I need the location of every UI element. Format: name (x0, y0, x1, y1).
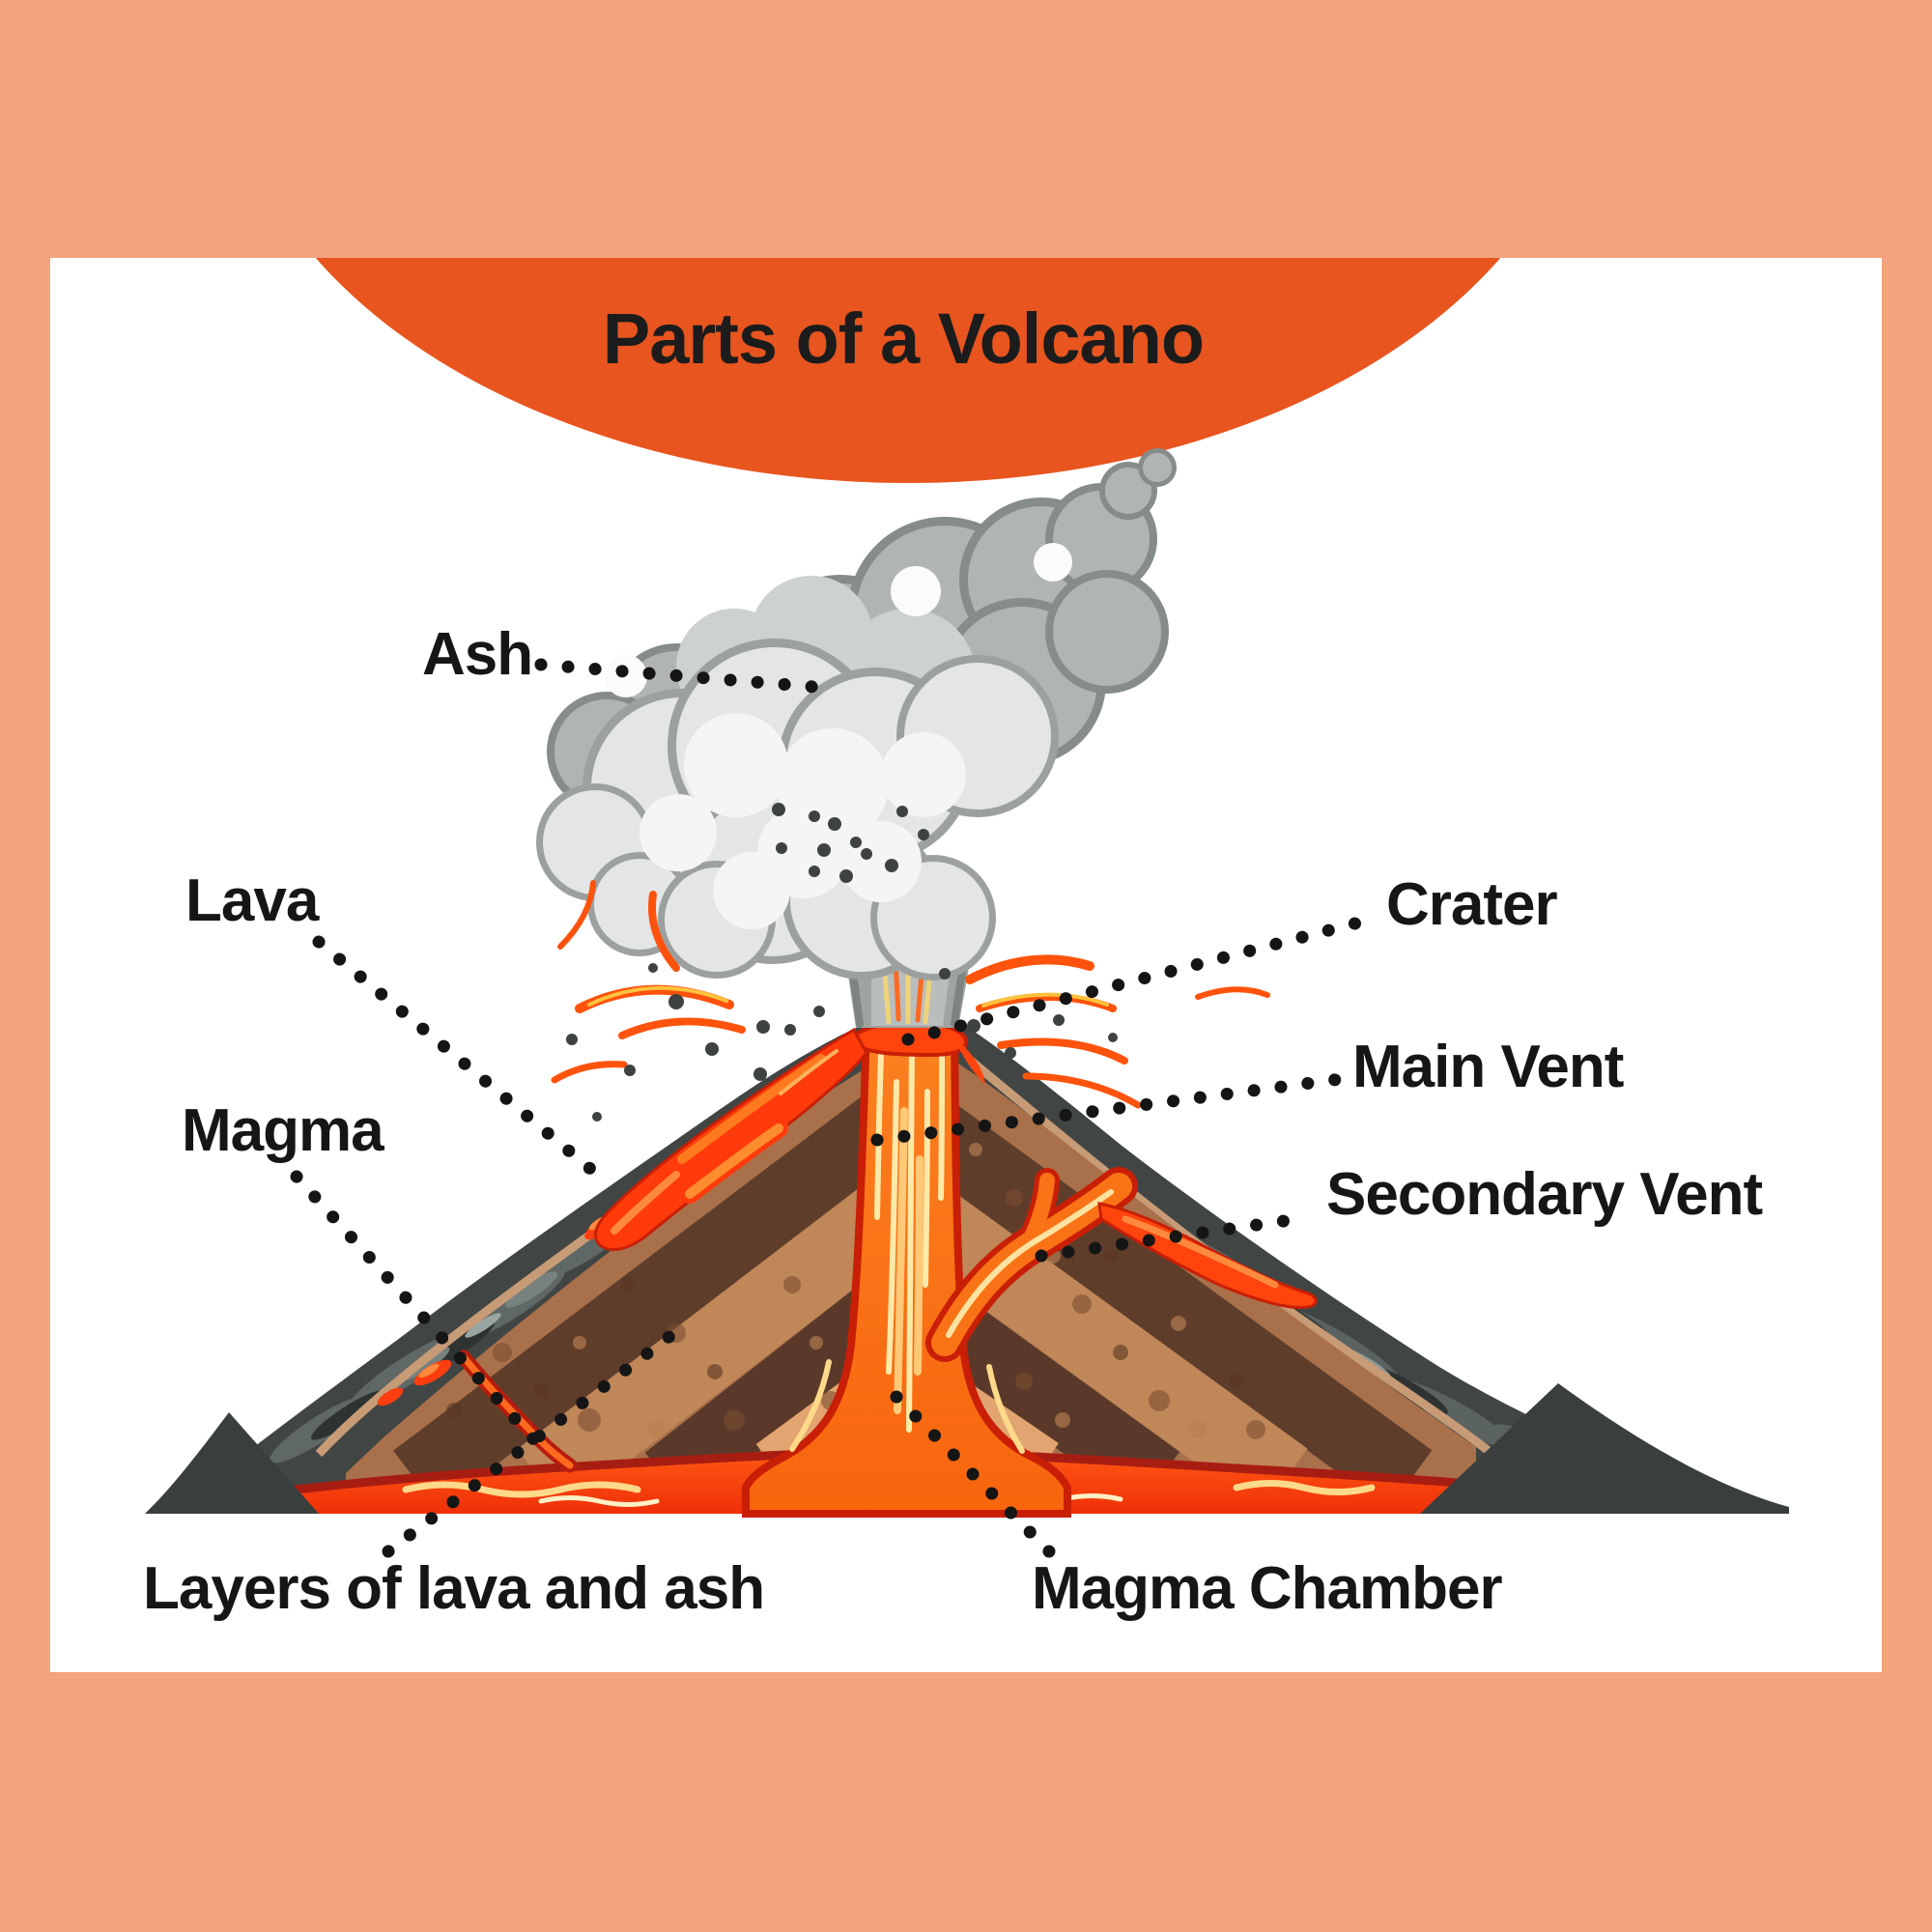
leader-line-magma-chamber (890, 1390, 1056, 1558)
label-secondary-vent: Secondary Vent (1326, 1161, 1763, 1228)
secondary-vent-lava-spill (1097, 1202, 1318, 1310)
label-magma-chamber: Magma Chamber (1032, 1555, 1503, 1622)
label-main-vent: Main Vent (1352, 1034, 1624, 1100)
page-title: Parts of a Volcano (602, 298, 1205, 379)
label-layers: Layers of lava and ash (143, 1555, 765, 1622)
title-banner-arc (315, 258, 1501, 483)
leader-line-layers (382, 1328, 678, 1558)
leader-line-secondary-vent (1035, 1211, 1311, 1263)
label-ash: Ash (422, 621, 533, 688)
leader-line-main-vent (870, 1072, 1348, 1147)
right-slope-foot (1420, 1383, 1789, 1514)
leader-line-lava (312, 935, 602, 1179)
lava-flow (594, 1027, 868, 1252)
left-slope-foot (145, 1412, 319, 1514)
leader-line-magma (290, 1170, 544, 1450)
secondary-vent-branch (925, 1167, 1138, 1362)
vent-lava-streaks (789, 1040, 1025, 1454)
label-magma: Magma (182, 1097, 384, 1164)
main-vent-column (742, 1026, 1071, 1518)
label-lava: Lava (185, 867, 319, 934)
leader-line-ash (534, 658, 833, 695)
lava-sparks (551, 880, 1270, 1109)
label-crater: Crater (1386, 871, 1558, 938)
ash-particles (566, 803, 1118, 1122)
ash-smoke-cloud (536, 448, 1177, 980)
leader-line-crater (901, 912, 1380, 1046)
